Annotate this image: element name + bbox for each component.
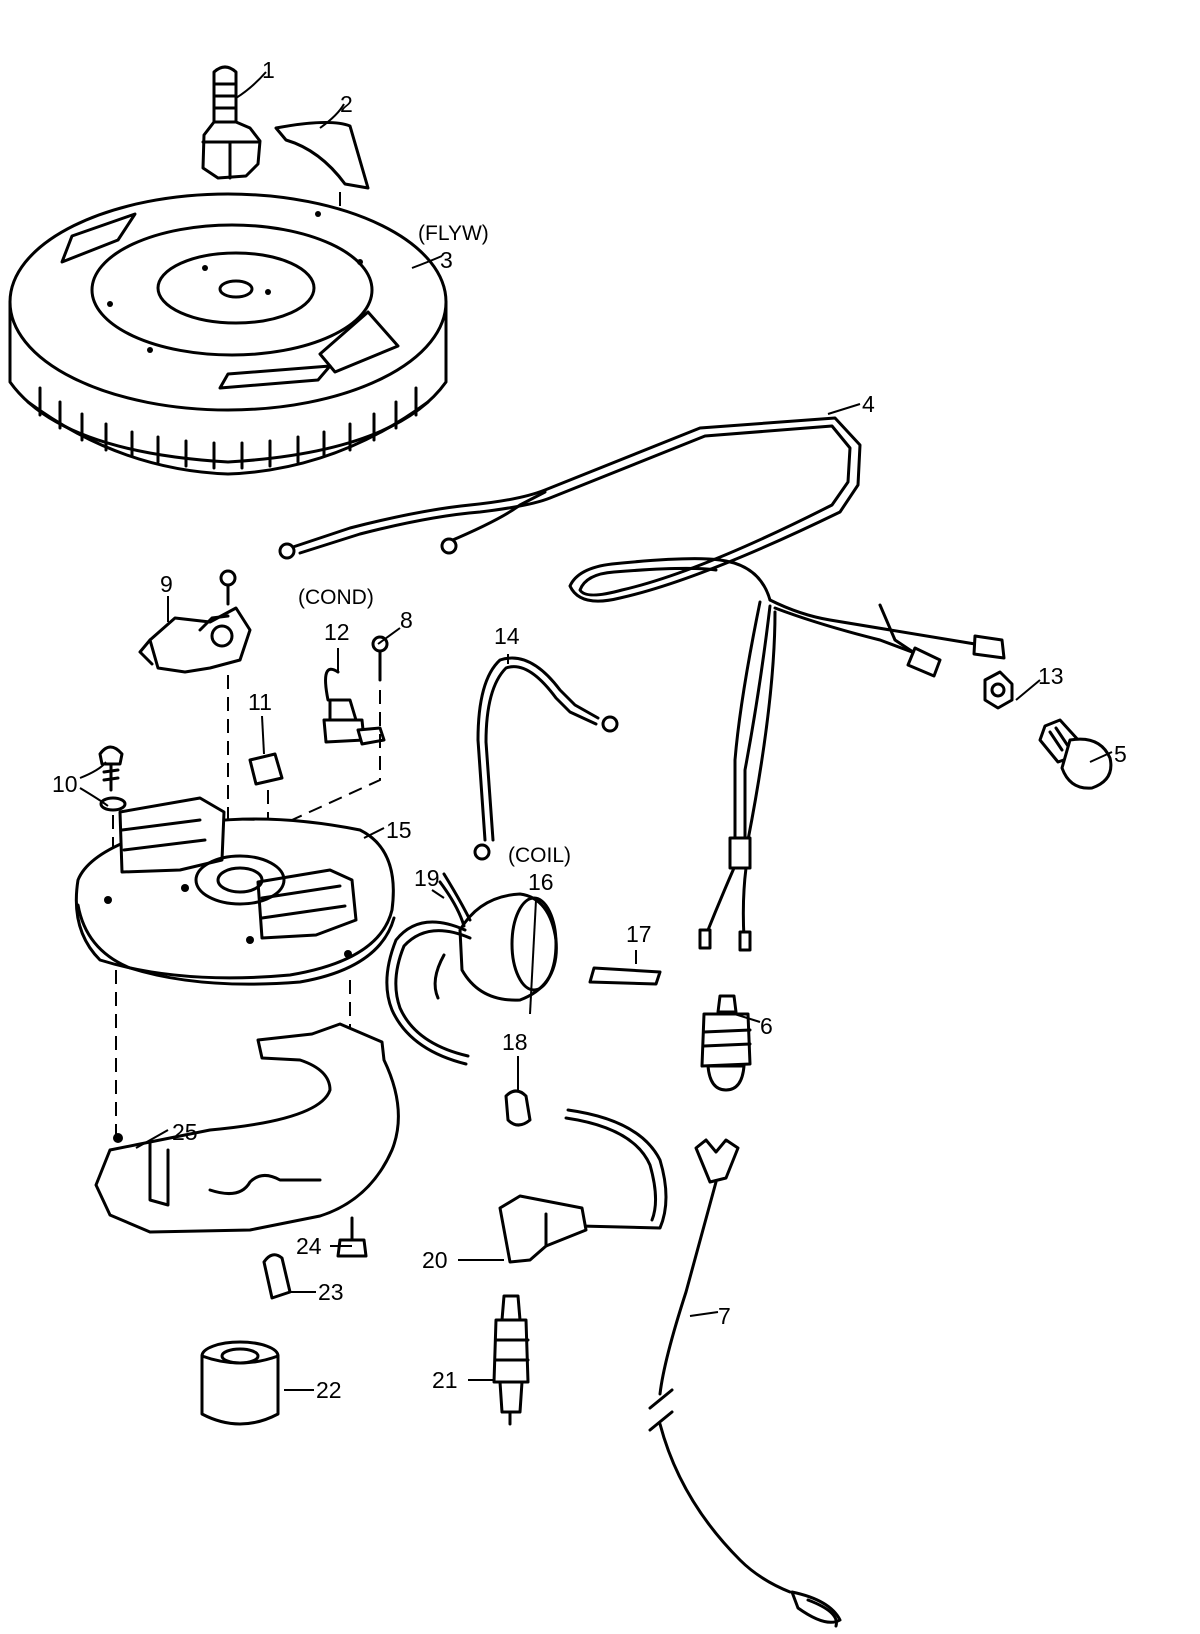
callout-19: 19 [414,865,440,891]
callout-10: 10 [52,771,78,797]
part-24-screw [336,1216,368,1258]
part-3-flywheel [8,192,448,476]
callout-6: 6 [760,1013,773,1039]
callout-22: 22 [316,1377,342,1403]
callout-12: 12 [324,619,350,645]
part-23-key [262,1253,292,1300]
part-6-push-switch [700,994,752,1092]
callout-9: 9 [160,571,173,597]
callout-2: 2 [340,91,353,117]
part-22-spacer [200,1340,280,1426]
note-flyw: (FLYW) [418,222,489,245]
callout-20: 20 [422,1247,448,1273]
part-13-nut [983,670,1014,710]
note-coil: (COIL) [508,844,571,867]
leader-lines [79,71,1113,1391]
callout-21: 21 [432,1367,458,1393]
part-7-lanyard [648,1138,842,1628]
part-9-breaker-points [138,569,252,674]
callout-23: 23 [318,1279,344,1305]
part-11-cam-wick [248,752,284,786]
callout-labels: 1 2 3 4 5 6 7 8 9 10 11 12 13 14 15 16 1… [52,57,1127,1403]
callout-5: 5 [1114,741,1127,767]
callout-1: 1 [262,57,275,83]
callout-4: 4 [862,391,875,417]
part-12-condenser [322,667,386,746]
part-15-stator-plate [74,796,396,986]
callout-13: 13 [1038,663,1064,689]
callout-3: 3 [440,247,453,273]
note-cond: (COND) [298,586,374,609]
callout-15: 15 [386,817,412,843]
callout-25: 25 [172,1119,198,1145]
callout-11: 11 [248,689,272,715]
part-10-screw-washer [98,745,127,812]
part-14-ground-wire [473,656,619,861]
callout-18: 18 [502,1029,528,1055]
part-1-flywheel-bolt [201,65,262,180]
callout-16: 16 [528,869,554,895]
part-21-spark-plug [492,1294,530,1426]
callout-17: 17 [626,921,652,947]
part-5-switch [1038,718,1113,790]
callout-24: 24 [296,1233,322,1259]
part-20-plug-boot [498,1108,668,1264]
callout-14: 14 [494,623,520,649]
part-4-wire-harness [278,416,1006,952]
part-2-flywheel-key [274,120,370,190]
part-18-grommet [504,1089,532,1127]
part-25-bracket [94,1022,400,1234]
callout-8: 8 [400,607,413,633]
part-17-clip [588,966,662,986]
callout-7: 7 [718,1303,731,1329]
part-19-ht-lead [385,920,472,1066]
